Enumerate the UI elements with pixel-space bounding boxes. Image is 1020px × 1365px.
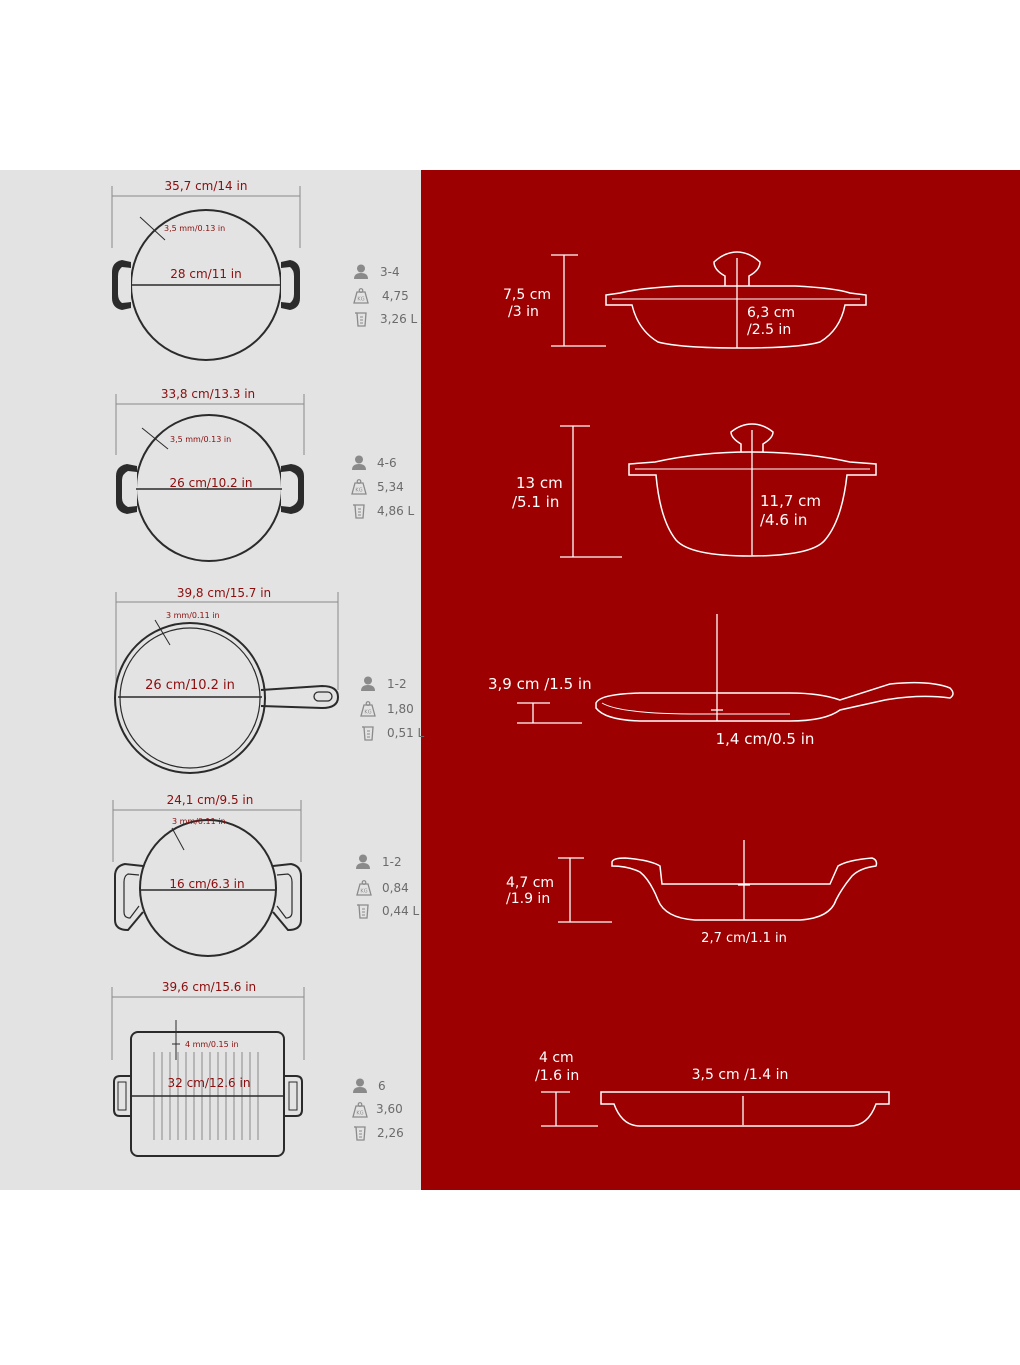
top-view-3: 39,8 cm/15.7 in 3 mm/0.11 in 26 cm/10.2 … [114, 586, 340, 774]
height-label-in: /3 in [508, 304, 539, 320]
weight-value: 0,84 [382, 881, 409, 895]
volume-value: 3,26 L [380, 312, 418, 326]
weight-value: 4,75 [382, 289, 409, 303]
height-label-in: /1.6 in [535, 1068, 579, 1084]
top-view-2: 33,8 cm/13.3 in 3,5 mm/0.13 in 26 cm/10.… [115, 387, 305, 562]
product-3: 39,8 cm/15.7 in 3 mm/0.11 in 26 cm/10.2 … [114, 586, 954, 774]
servings-value: 6 [378, 1079, 386, 1093]
product-4: 24,1 cm/9.5 in 3 mm/0.11 in 16 cm/6.3 in… [112, 793, 878, 957]
weight-value: 5,34 [377, 480, 404, 494]
height-label: 4,7 cm [506, 875, 554, 891]
side-view-5: 4 cm /1.6 in 3,5 cm /1.4 in [535, 1050, 890, 1127]
thickness-label: 3 mm/0.11 in [172, 817, 226, 826]
depth-label-in: /2.5 in [747, 322, 791, 338]
left-panel [0, 170, 421, 1190]
inner-diameter-label: 26 cm/10.2 in [170, 476, 253, 490]
side-view-3: 3,9 cm /1.5 in 1,4 cm/0.5 in [488, 614, 954, 748]
height-label: 3,9 cm /1.5 in [488, 675, 592, 693]
height-label: 4 cm [539, 1050, 574, 1066]
top-width-label: 24,1 cm/9.5 in [167, 793, 254, 807]
height-label-in: /5.1 in [512, 493, 559, 511]
inner-diameter-label: 16 cm/6.3 in [169, 877, 244, 891]
volume-value: 2,26 [377, 1126, 404, 1140]
height-label: 7,5 cm [503, 287, 551, 303]
specs-3: 1-2 1,80 0,51 L [360, 676, 425, 741]
top-view-4: 24,1 cm/9.5 in 3 mm/0.11 in 16 cm/6.3 in [112, 793, 302, 957]
product-1: 35,7 cm/14 in 3,5 mm/0.13 in 28 cm/11 in… [111, 179, 867, 361]
height-label-in: /1.9 in [506, 891, 550, 907]
side-view-2: 13 cm /5.1 in 11,7 cm /4.6 in [512, 423, 877, 558]
inner-diameter-label: 28 cm/11 in [170, 267, 241, 281]
right-panel [421, 170, 1020, 1190]
specs-1: 3-4 4,75 3,26 L [353, 264, 418, 327]
height-label: 13 cm [516, 474, 563, 492]
thickness-label: 3 mm/0.11 in [166, 611, 220, 620]
top-width-label: 35,7 cm/14 in [165, 179, 248, 193]
top-width-label: 33,8 cm/13.3 in [161, 387, 255, 401]
volume-value: 0,44 L [382, 904, 420, 918]
depth-label: 6,3 cm [747, 305, 795, 321]
depth-label-in: /4.6 in [760, 511, 807, 529]
inner-diameter-label: 32 cm/12.6 in [168, 1076, 251, 1090]
weight-value: 3,60 [376, 1102, 403, 1116]
thickness-label: 3,5 mm/0.13 in [170, 435, 231, 444]
side-view-4: 4,7 cm /1.9 in 2,7 cm/1.1 in [506, 840, 878, 946]
top-view-1: 35,7 cm/14 in 3,5 mm/0.13 in 28 cm/11 in [111, 179, 301, 361]
top-view-5: 39,6 cm/15.6 in 4 mm/0.15 in 32 cm/12.6 … [111, 980, 305, 1157]
specs-4: 1-2 0,84 0,44 L [356, 854, 420, 919]
top-width-label: 39,8 cm/15.7 in [177, 586, 271, 600]
servings-value: 4-6 [377, 456, 397, 470]
inner-diameter-label: 26 cm/10.2 in [145, 678, 235, 693]
depth-label: 11,7 cm [760, 492, 821, 510]
weight-value: 1,80 [387, 702, 414, 716]
product-2: 33,8 cm/13.3 in 3,5 mm/0.13 in 26 cm/10.… [115, 387, 877, 562]
depth-label: 3,5 cm /1.4 in [692, 1067, 789, 1083]
depth-label: 1,4 cm/0.5 in [716, 730, 815, 748]
top-width-label: 39,6 cm/15.6 in [162, 980, 256, 994]
product-5: 39,6 cm/15.6 in 4 mm/0.15 in 32 cm/12.6 … [111, 980, 890, 1157]
specs-5: 6 3,60 2,26 [352, 1078, 404, 1141]
servings-value: 3-4 [380, 265, 400, 279]
side-view-1: 7,5 cm /3 in 6,3 cm /2.5 in [503, 251, 867, 349]
thickness-label: 4 mm/0.15 in [185, 1040, 239, 1049]
thickness-label: 3,5 mm/0.13 in [164, 224, 225, 233]
servings-value: 1-2 [387, 677, 407, 691]
volume-value: 4,86 L [377, 504, 415, 518]
volume-value: 0,51 L [387, 726, 425, 740]
servings-value: 1-2 [382, 855, 402, 869]
depth-label: 2,7 cm/1.1 in [701, 931, 787, 946]
specs-2: 4-6 5,34 4,86 L [351, 455, 415, 519]
